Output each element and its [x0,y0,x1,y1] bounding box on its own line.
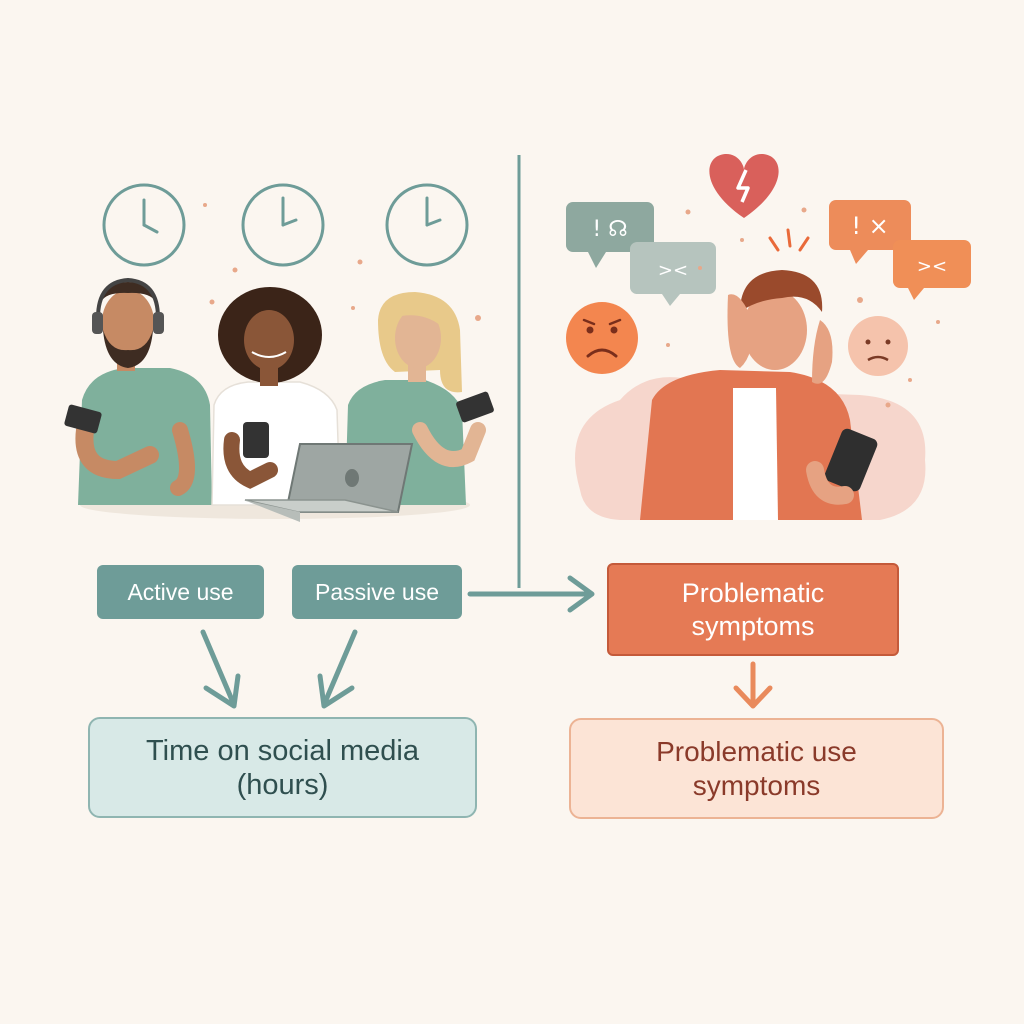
speech-bubble-icon: >< [630,242,716,306]
arrow-icon [733,661,773,709]
speech-bubble-icon: ! × [829,200,911,264]
sad-face-icon [566,302,638,374]
time-on-social-media-node: Time on social media (hours) [88,717,477,818]
clock-icon [102,183,186,267]
svg-text:! ×: ! × [851,212,888,240]
svg-text:! ☊: ! ☊ [592,217,627,242]
clock-icon [385,183,469,267]
decorative-dots [203,203,481,321]
problematic-use-symptoms-node: Problematic use symptoms [569,718,944,819]
svg-text:><: >< [658,260,688,281]
passive-use-node: Passive use [292,565,462,619]
speech-bubble-icon: >< [893,240,971,300]
person-icon [64,277,212,505]
arrow-icon [467,575,595,613]
arrow-icon [200,629,241,709]
arrow-icon [317,629,358,709]
person-icon [640,270,878,520]
problematic-symptoms-node: Problematic symptoms [607,563,899,656]
active-use-node: Active use [97,565,264,619]
svg-text:><: >< [917,256,947,277]
worried-face-icon [848,316,908,376]
laptop-icon [244,443,414,522]
clock-icon [241,183,325,267]
passive-use-label: Passive use [314,578,439,605]
active-use-label: Active use [127,578,234,605]
heart-icon [709,153,779,218]
decorative-dots [666,207,940,408]
speech-bubble-icon: ! ☊ [566,202,654,268]
stress-lines [768,228,810,252]
time-on-social-media-label: Time on social media (hours) [146,734,419,801]
problematic-use-symptoms-label: Problematic use symptoms [656,735,857,801]
problematic-symptoms-label: Problematic symptoms [681,577,825,641]
